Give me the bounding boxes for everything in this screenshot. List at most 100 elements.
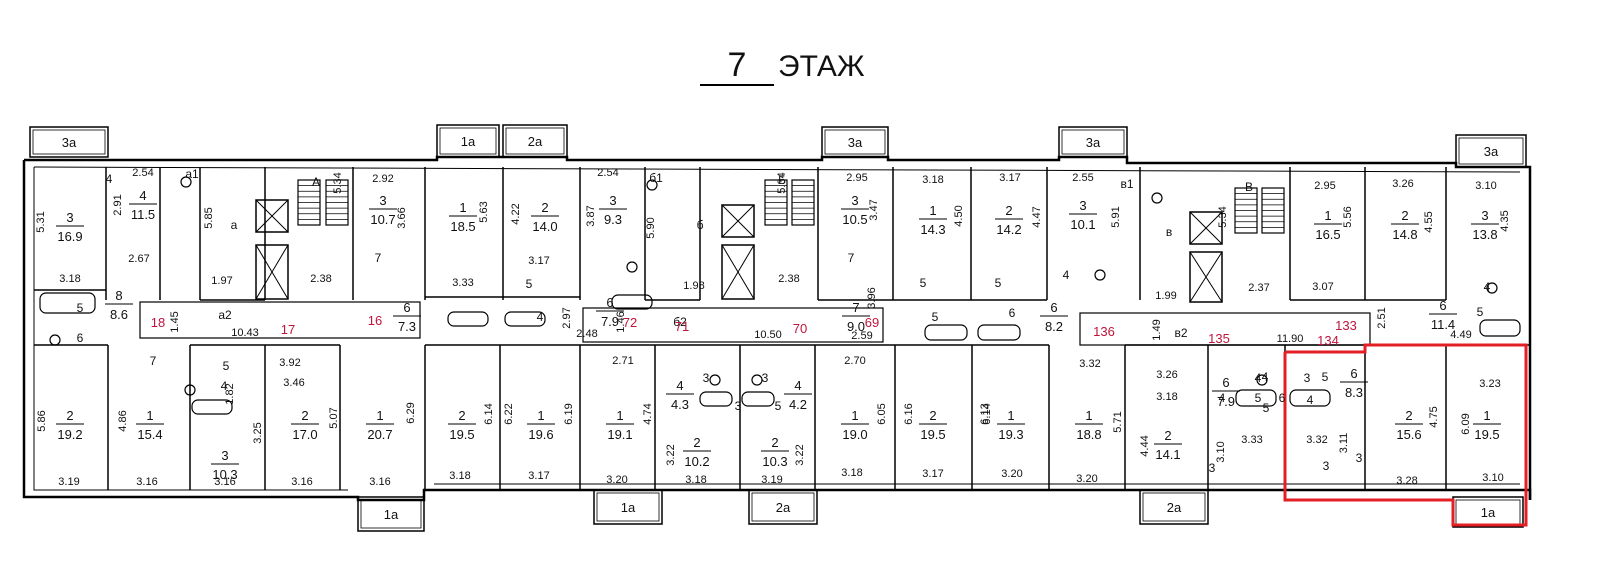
room-label: б1 — [649, 171, 663, 185]
dimension-label: 3.16 — [291, 476, 312, 488]
balcony — [1455, 134, 1527, 168]
room-number: 6 — [1439, 298, 1446, 313]
dimension-label: 6.05 — [876, 403, 888, 424]
room-label: в1 — [1120, 177, 1133, 191]
balcony-inner — [751, 492, 815, 522]
room-number: 6 — [1222, 375, 1229, 390]
dimension-label: 4.47 — [1031, 206, 1043, 227]
lift-diagonal — [721, 244, 755, 300]
bathtub — [977, 324, 1021, 341]
dimension-label: 3.17 — [528, 470, 549, 482]
inner-wall — [33, 166, 1521, 173]
room-number: 7 — [852, 300, 859, 315]
door-number: 134 — [1317, 333, 1339, 348]
lift-shaft — [255, 244, 289, 300]
dimension-label: 10.50 — [754, 329, 782, 341]
balcony-label: 3а — [848, 135, 863, 150]
room-label: 4 — [221, 379, 228, 393]
room-number: 8 — [115, 288, 122, 303]
room-label: в — [1166, 225, 1172, 239]
lift-diagonal — [721, 204, 755, 238]
dimension-label: 6.09 — [1460, 413, 1472, 434]
dimension-label: 3.19 — [58, 476, 79, 488]
floor-number: 7 — [700, 46, 774, 86]
dimension-label: 2.59 — [851, 330, 872, 342]
room-area: 19.5 — [1474, 427, 1499, 442]
dimension-label: 3.16 — [369, 476, 390, 488]
dimension-label: 3.47 — [868, 199, 880, 220]
room-number: 1 — [1085, 408, 1092, 423]
dimension-label: 4.50 — [953, 205, 965, 226]
room-number: 1 — [1483, 408, 1490, 423]
balcony — [436, 124, 500, 158]
dimension-label: 3.18 — [449, 470, 470, 482]
balcony-label: 2а — [528, 134, 543, 149]
dimension-label: 3.18 — [685, 474, 706, 486]
room-area: 19.2 — [57, 427, 82, 442]
dimension-label: 3.20 — [1001, 468, 1022, 480]
dimension-label: 3.66 — [396, 207, 408, 228]
dimension-label: 5.34 — [776, 172, 788, 193]
room-label: 4 — [537, 310, 544, 324]
room-number: 3 — [851, 193, 858, 208]
room-label: а2 — [218, 308, 232, 322]
toilet — [709, 374, 721, 386]
dimension-label: 2.91 — [112, 194, 124, 215]
walls — [22, 155, 1532, 502]
room-number: 2 — [1401, 208, 1408, 223]
room-label: 5 — [77, 301, 84, 315]
room-area: 14.0 — [532, 219, 557, 234]
toilet — [751, 374, 763, 386]
balcony-inner — [1061, 129, 1125, 155]
room-area: 8.3 — [1345, 385, 1363, 400]
room-area: 13.8 — [1472, 227, 1497, 242]
dimension-label: 2.51 — [1376, 307, 1388, 328]
dimension-label: 3.32 — [1306, 434, 1327, 446]
balcony-inner — [1142, 492, 1206, 522]
room-number: 1 — [851, 408, 858, 423]
dimension-label: 2.95 — [846, 172, 867, 184]
dimension-label: 1.45 — [169, 311, 181, 332]
dimension-label: 3.28 — [1396, 475, 1417, 487]
dimension-label: 10.43 — [231, 327, 259, 339]
balconies — [29, 124, 1527, 532]
room-area: 19.5 — [920, 427, 945, 442]
room-area: 11.5 — [131, 207, 155, 222]
dimension-label: 3.32 — [1079, 358, 1100, 370]
dimension-label: 5.34 — [1217, 206, 1229, 227]
room-label: А — [312, 175, 320, 189]
room-label: В — [1245, 180, 1253, 194]
room-number: 1 — [929, 203, 936, 218]
balcony — [29, 126, 109, 158]
dimension-label: 5.85 — [203, 207, 215, 228]
dimension-label: 5.56 — [1342, 206, 1354, 227]
balcony-label: 3а — [1086, 135, 1101, 150]
dimension-label: 6.14 — [981, 403, 993, 424]
dimension-label: 3.16 — [214, 476, 235, 488]
room-number: 2 — [66, 408, 73, 423]
balcony-inner — [505, 127, 565, 155]
dimension-label: 2.48 — [576, 328, 597, 340]
room-label: 6 — [77, 331, 84, 345]
room-number: 2 — [541, 200, 548, 215]
dimension-label: 2.92 — [372, 173, 393, 185]
room-label: Б — [778, 173, 786, 187]
lift-diagonal — [1189, 251, 1223, 303]
room-number: 6 — [606, 295, 613, 310]
balcony — [593, 489, 663, 525]
toilet — [1486, 282, 1498, 294]
room-area: 7.9 — [601, 314, 619, 329]
room-area: 19.6 — [528, 427, 553, 442]
room-label: б2 — [673, 315, 687, 329]
lift-diagonal — [255, 199, 289, 233]
bathtub — [611, 294, 653, 310]
room-area: 8.6 — [110, 307, 128, 322]
dimension-label: 5.34 — [332, 172, 344, 193]
balcony-label: 1а — [461, 134, 476, 149]
room-label: 3 — [735, 399, 742, 413]
room-number: 2 — [1005, 203, 1012, 218]
door-number: 16 — [368, 313, 382, 328]
floor-label: ЭТАЖ — [778, 50, 865, 83]
